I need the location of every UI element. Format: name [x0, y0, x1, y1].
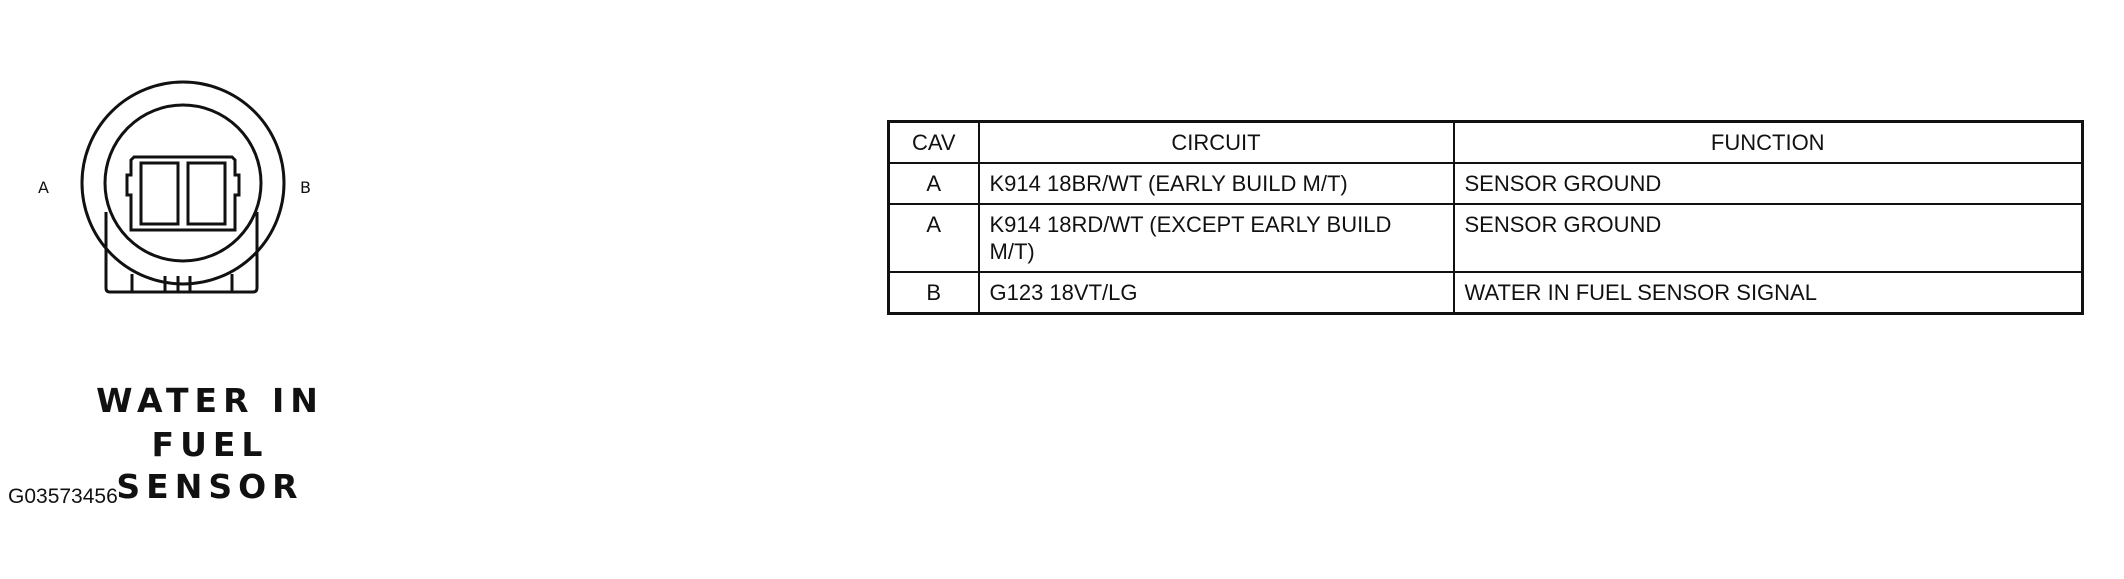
connector-title-line1: WATER IN	[96, 381, 324, 420]
table-row: A K914 18BR/WT (EARLY BUILD M/T) SENSOR …	[887, 162, 2084, 205]
connector-diagram	[80, 80, 286, 294]
header-circuit: CIRCUIT	[977, 120, 1455, 164]
pin-a-terminal	[139, 161, 180, 226]
cell-function: SENSOR GROUND	[1452, 203, 2084, 273]
cell-function: SENSOR GROUND	[1452, 162, 2084, 205]
cell-cav: A	[887, 162, 980, 205]
pin-b-label: B	[300, 178, 311, 197]
cell-function: WATER IN FUEL SENSOR SIGNAL	[1452, 271, 2084, 315]
figure-id: G03573456	[8, 485, 118, 508]
cell-circuit: K914 18RD/WT (EXCEPT EARLY BUILD M/T)	[977, 203, 1455, 273]
pinout-table: CAV CIRCUIT FUNCTION A K914 18BR/WT (EAR…	[887, 120, 2084, 315]
pin-a-label: A	[38, 178, 49, 197]
table-header-row: CAV CIRCUIT FUNCTION	[887, 120, 2084, 164]
table-row: B G123 18VT/LG WATER IN FUEL SENSOR SIGN…	[887, 271, 2084, 315]
cell-circuit: G123 18VT/LG	[977, 271, 1455, 315]
header-function: FUNCTION	[1452, 120, 2084, 164]
cell-cav: B	[887, 271, 980, 315]
header-cav: CAV	[887, 120, 980, 164]
table-row: A K914 18RD/WT (EXCEPT EARLY BUILD M/T) …	[887, 203, 2084, 273]
connector-housing	[80, 80, 286, 294]
pin-b-terminal	[186, 161, 227, 226]
connector-title-line2: FUEL SENSOR	[116, 425, 304, 506]
terminal-cavity-outline	[125, 155, 241, 232]
cell-cav: A	[887, 203, 980, 273]
cell-circuit: K914 18BR/WT (EARLY BUILD M/T)	[977, 162, 1455, 205]
